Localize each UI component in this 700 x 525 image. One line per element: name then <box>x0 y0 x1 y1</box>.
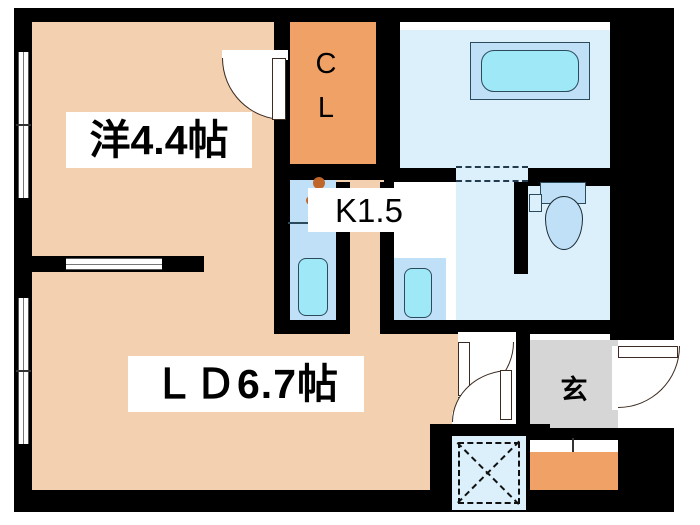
bedroom-window-sash-mark <box>16 124 31 126</box>
wall-washroom-left <box>380 238 394 334</box>
kitchen-burner-large <box>313 177 325 189</box>
wall-bath-left <box>384 20 400 172</box>
bedroom-door-leaf[interactable] <box>272 58 286 120</box>
kitchen-sink <box>298 258 328 316</box>
bathtub-basin <box>481 50 579 92</box>
wall-kitchen-bottom <box>274 320 338 334</box>
wall-genkan-bottom <box>516 428 674 442</box>
wall-exterior-bottom-left <box>14 490 492 512</box>
wall-exterior-top <box>14 8 674 22</box>
wall-closet-bottom <box>288 164 398 180</box>
toilet-bowl <box>545 196 583 250</box>
wall-kitchen-left <box>274 170 290 334</box>
room-floor-living <box>32 170 288 490</box>
storage-closet-outline <box>458 442 520 504</box>
washroom-door-opening <box>458 332 516 344</box>
bathroom-sliding-opening[interactable] <box>456 166 528 182</box>
vanity-washbasin <box>404 268 432 318</box>
wall-hall-bottom-notch <box>430 430 452 512</box>
label-kitchen: K1.5 <box>308 188 430 232</box>
label-genkan: 玄 <box>560 374 588 405</box>
interior-partition-window[interactable] <box>66 258 162 270</box>
entrance-door-leaf[interactable] <box>618 346 678 358</box>
living-window-sash-mark <box>16 370 31 372</box>
shoe-box-divider <box>572 438 574 454</box>
shoe-box-top <box>530 440 618 452</box>
wall-toilet-partition <box>514 182 528 274</box>
wall-genkan-left <box>516 334 530 440</box>
wall-washroom-bottom <box>380 320 618 334</box>
wall-exterior-right-upper <box>610 8 674 340</box>
label-bedroom: 洋4.4帖 <box>66 112 252 168</box>
label-closet-line1: C <box>315 47 337 80</box>
label-living-dining: ＬＤ6.7帖 <box>128 356 364 412</box>
storage-closet[interactable] <box>452 436 526 510</box>
closet-fill <box>288 20 376 164</box>
genkan-tile <box>530 340 618 440</box>
toilet-flush-lever[interactable] <box>529 194 542 212</box>
living-hall-door-leaf[interactable] <box>500 370 512 420</box>
bedroom-door-opening <box>222 50 288 60</box>
label-closet-line2: L <box>317 91 335 124</box>
entrance-step <box>530 452 618 490</box>
